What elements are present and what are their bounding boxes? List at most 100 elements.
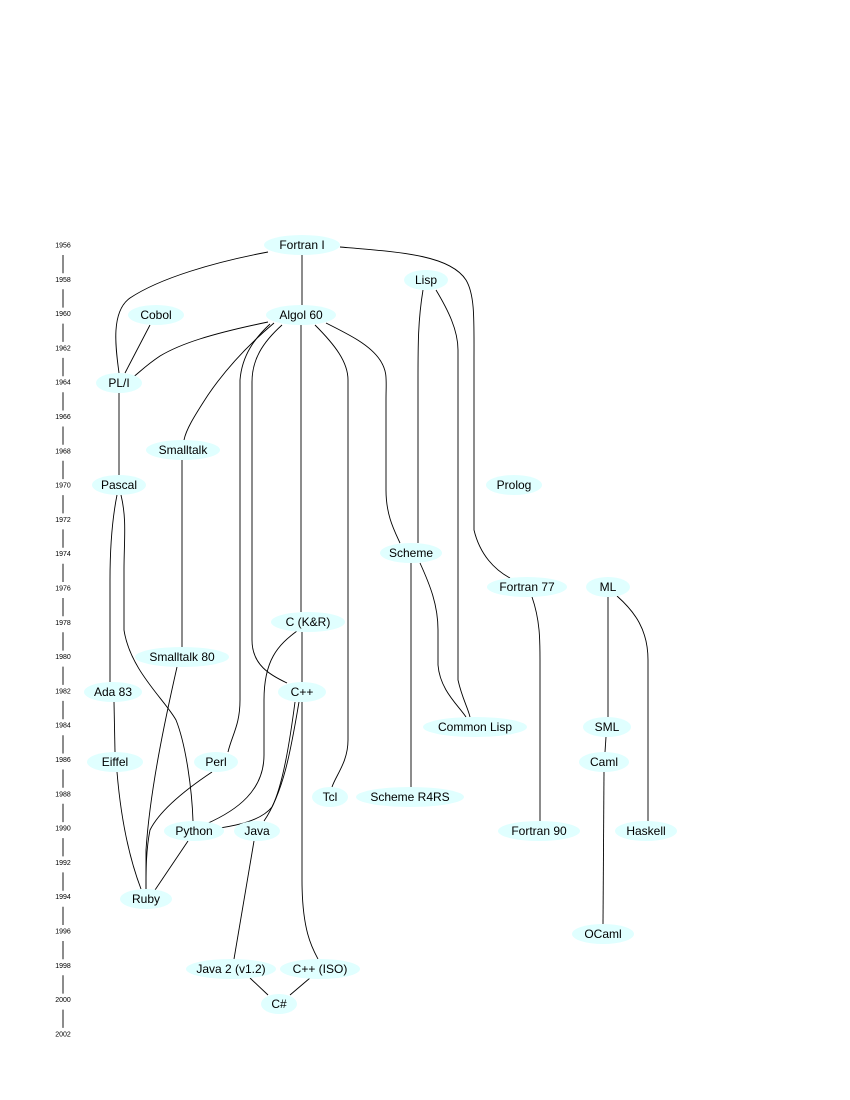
node-commonlisp: Common Lisp: [423, 717, 527, 737]
node-scheme: Scheme: [380, 543, 442, 563]
node-ellipse: [266, 305, 336, 325]
node-smalltalk80: Smalltalk 80: [135, 647, 229, 667]
node-ellipse: [380, 543, 442, 563]
node-ellipse: [498, 821, 580, 841]
year-label: 1970: [55, 483, 71, 490]
node-label: C++: [291, 685, 314, 699]
node-cppiso: C++ (ISO): [280, 959, 360, 979]
node-ellipse: [84, 682, 142, 702]
edge-ada83-eiffel: [113, 701, 116, 753]
node-ellipse: [572, 924, 634, 944]
year-label: 1992: [55, 860, 71, 867]
year-label: 1958: [55, 277, 71, 284]
node-label: Scheme: [389, 546, 433, 560]
edge-fortran77-fortran90: [531, 596, 541, 821]
node-perl: Perl: [194, 752, 238, 772]
node-ellipse: [146, 440, 220, 460]
node-ellipse: [278, 682, 326, 702]
node-fortran77: Fortran 77: [487, 577, 567, 597]
edge-ml-haskell: [616, 595, 649, 821]
node-label: ML: [600, 580, 617, 594]
edge-java-java2: [233, 840, 255, 960]
year-label: 1978: [55, 620, 71, 627]
year-label: 1988: [55, 791, 71, 798]
edge-cppiso-csharp: [289, 977, 311, 996]
node-label: Fortran I: [279, 238, 324, 252]
node-ellipse: [128, 305, 184, 325]
node-ellipse: [87, 752, 143, 772]
node-python: Python: [164, 821, 224, 841]
node-ellipse: [583, 717, 631, 737]
node-label: PL/I: [108, 376, 129, 390]
year-label: 2000: [55, 997, 71, 1004]
node-ellipse: [487, 577, 567, 597]
node-sml: SML: [583, 717, 631, 737]
node-label: Ada 83: [94, 685, 132, 699]
edge-algol60-smalltalk: [183, 322, 275, 441]
node-label: Java 2 (v1.2): [196, 962, 265, 976]
node-cpp: C++: [278, 682, 326, 702]
edge-algol60-pli: [131, 321, 269, 379]
node-label: Common Lisp: [438, 720, 512, 734]
edge-perl-ruby: [145, 771, 213, 890]
node-ellipse: [92, 475, 146, 495]
year-label: 1968: [55, 448, 71, 455]
node-ellipse: [586, 577, 630, 597]
node-schemer4rs: Scheme R4RS: [356, 787, 464, 807]
year-label: 1984: [55, 723, 71, 730]
edge-ckr-python: [205, 630, 298, 825]
year-timeline: 1956195819601962196419661968197019721974…: [55, 243, 71, 1039]
node-prolog: Prolog: [486, 475, 542, 495]
year-label: 1972: [55, 517, 71, 524]
year-label: 1994: [55, 894, 71, 901]
node-label: Perl: [205, 755, 226, 769]
year-label: 1974: [55, 551, 71, 558]
edge-scheme-commonlisp: [419, 562, 467, 718]
edge-cobol-pli: [124, 324, 151, 374]
node-ellipse: [194, 752, 238, 772]
node-caml: Caml: [579, 752, 629, 772]
node-label: Java: [244, 824, 270, 838]
node-label: Caml: [590, 755, 618, 769]
edge-cpp-cppiso: [301, 702, 319, 960]
year-label: 1980: [55, 654, 71, 661]
node-label: SML: [595, 720, 620, 734]
node-pli: PL/I: [96, 373, 142, 393]
edge-algol60-scheme: [325, 322, 401, 544]
edge-sml-caml: [604, 736, 607, 753]
year-label: 1998: [55, 963, 71, 970]
node-ellipse: [186, 959, 276, 979]
node-ellipse: [280, 959, 360, 979]
node-label: C++ (ISO): [293, 962, 348, 976]
node-ellipse: [96, 373, 142, 393]
edge-java2-csharp: [249, 977, 269, 996]
node-ellipse: [120, 889, 172, 909]
node-label: C (K&R): [286, 615, 331, 629]
node-ellipse: [404, 270, 448, 290]
node-ocaml: OCaml: [572, 924, 634, 944]
node-ckr: C (K&R): [271, 612, 345, 632]
node-java: Java: [234, 821, 280, 841]
year-label: 1964: [55, 380, 71, 387]
node-ruby: Ruby: [120, 889, 172, 909]
edges: [109, 246, 649, 996]
node-ellipse: [356, 787, 464, 807]
node-smalltalk: Smalltalk: [146, 440, 220, 460]
year-label: 1976: [55, 586, 71, 593]
node-label: Ruby: [132, 892, 160, 906]
node-ellipse: [271, 612, 345, 632]
node-haskell: Haskell: [615, 821, 677, 841]
node-eiffel: Eiffel: [87, 752, 143, 772]
edge-algol60-cpp: [251, 324, 288, 684]
year-label: 1996: [55, 929, 71, 936]
year-label: 1986: [55, 757, 71, 764]
node-ellipse: [615, 821, 677, 841]
node-ellipse: [261, 994, 297, 1014]
edge-smalltalk80-ruby: [145, 666, 178, 889]
node-cobol: Cobol: [128, 305, 184, 325]
edge-lisp-scheme: [417, 289, 424, 543]
year-label: 1962: [55, 345, 71, 352]
year-label: 1960: [55, 311, 71, 318]
year-label: 1956: [55, 243, 71, 250]
